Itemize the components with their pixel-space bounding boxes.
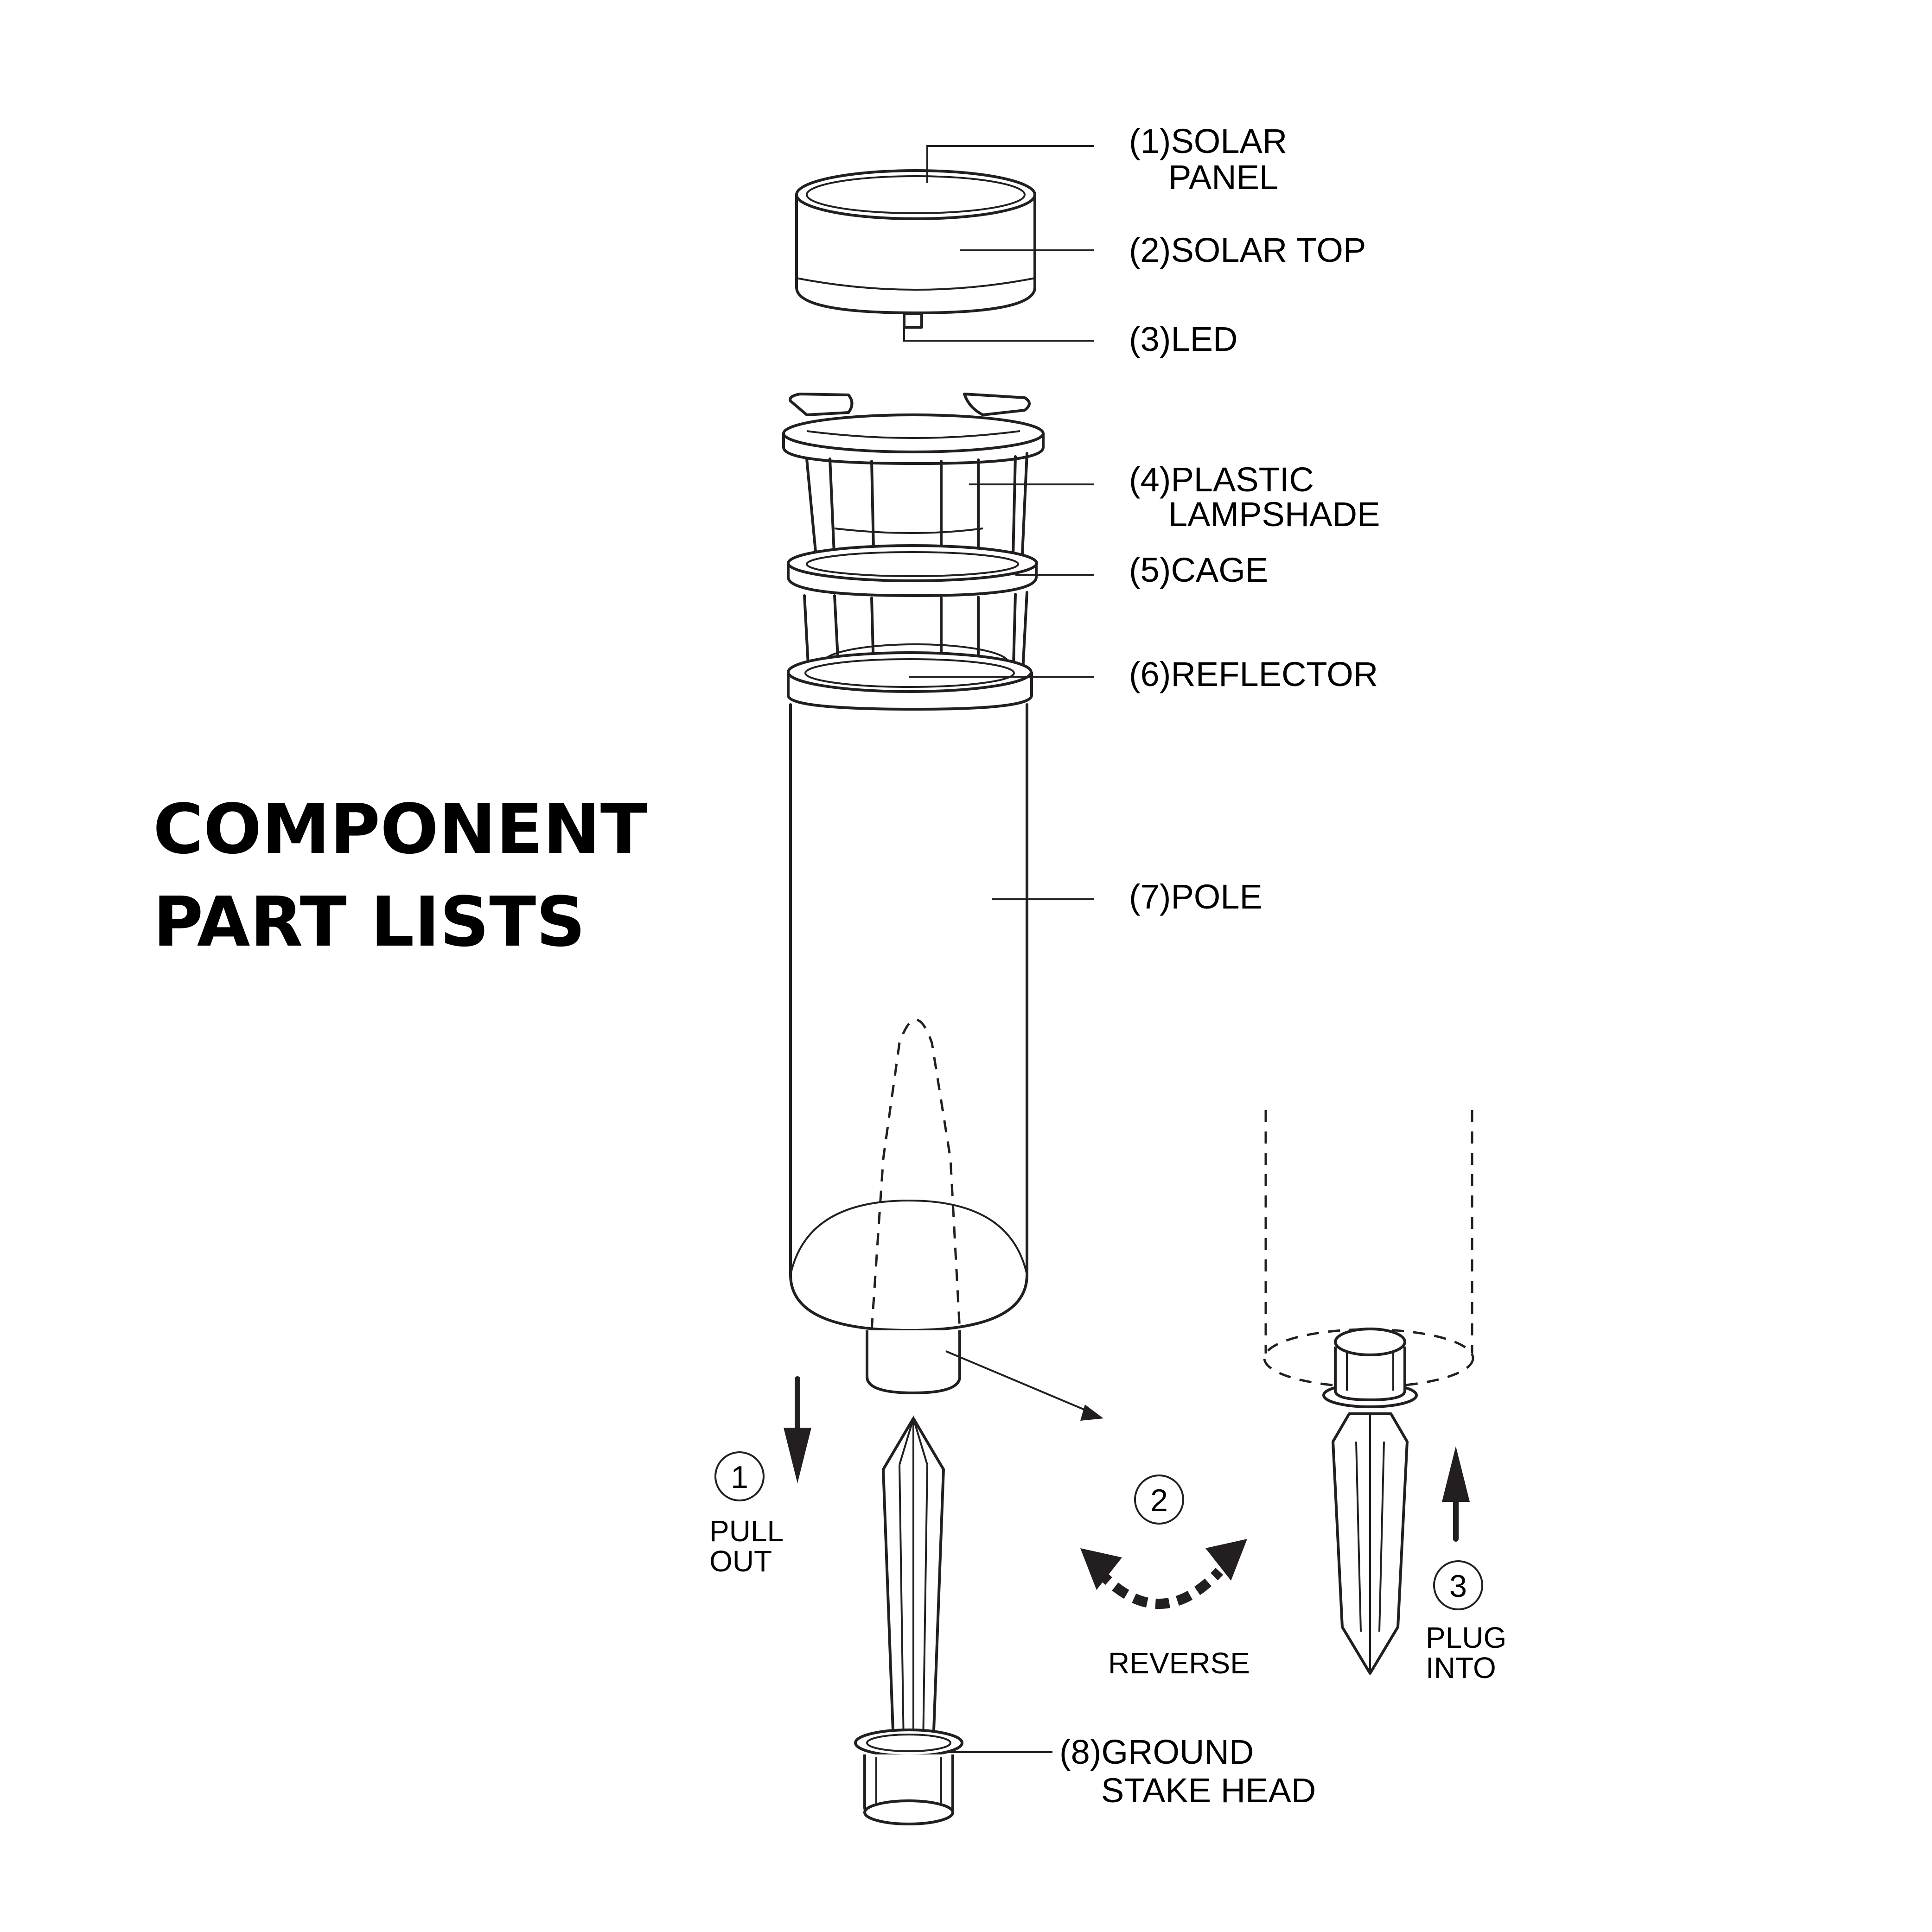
step-1-circle bbox=[714, 1451, 765, 1501]
part-4-label-line-1: (4)PLASTIC bbox=[1129, 460, 1314, 499]
plugged-stake-drawing bbox=[1263, 1110, 1474, 1675]
step-3-circle bbox=[1433, 1560, 1483, 1610]
leader-solar-panel bbox=[926, 145, 1094, 183]
step-3-label-line-1: PLUG bbox=[1426, 1621, 1506, 1654]
reverse-arrow bbox=[1080, 1539, 1247, 1609]
step-2-label: REVERSE bbox=[1108, 1646, 1250, 1680]
heading-line-2: PART LISTS bbox=[153, 882, 586, 962]
heading-line-1: COMPONENT bbox=[153, 789, 647, 869]
part-5-label: (5)CAGE bbox=[1129, 551, 1268, 589]
reverse-direction-arrow bbox=[945, 1350, 1103, 1421]
step-2-circle bbox=[1134, 1474, 1184, 1525]
part-1-label-line-2: PANEL bbox=[1168, 158, 1278, 197]
step-3-label-line-2: INTO bbox=[1426, 1651, 1496, 1684]
part-3-label: (3)LED bbox=[1129, 320, 1237, 358]
ground-stake-drawing bbox=[854, 1415, 963, 1825]
part-7-label: (7)POLE bbox=[1129, 877, 1262, 916]
part-8-label-line-2: STAKE HEAD bbox=[1101, 1771, 1316, 1810]
part-4-label-line-2: LAMPSHADE bbox=[1168, 495, 1380, 534]
solar-top-drawing bbox=[795, 169, 1036, 329]
pull-out-arrow bbox=[784, 1376, 811, 1483]
leader-led bbox=[903, 327, 1094, 342]
step-2-number: 2 bbox=[1150, 1483, 1168, 1518]
plug-into-arrow bbox=[1442, 1446, 1470, 1542]
step-1-number: 1 bbox=[731, 1460, 748, 1495]
part-8-label-line-1: (8)GROUND bbox=[1059, 1733, 1254, 1771]
part-2-label: (2)SOLAR TOP bbox=[1129, 231, 1366, 269]
lamp-body-drawing bbox=[782, 393, 1045, 1394]
step-3-number: 3 bbox=[1449, 1569, 1467, 1604]
part-6-label: (6)REFLECTOR bbox=[1129, 655, 1378, 693]
step-1-label-line-2: OUT bbox=[709, 1544, 772, 1578]
step-1-label-line-1: PULL bbox=[709, 1514, 784, 1548]
part-1-label-line-1: (1)SOLAR bbox=[1129, 122, 1287, 160]
